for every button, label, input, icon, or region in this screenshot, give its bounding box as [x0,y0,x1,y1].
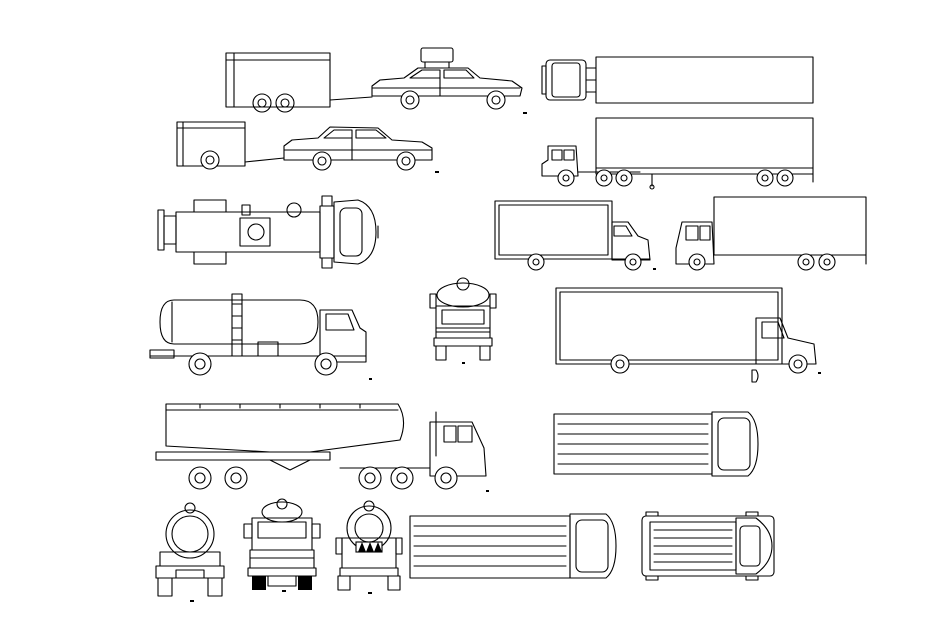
truck-front-view [243,498,321,592]
car-with-box-trailer-side [225,47,527,114]
tanker-truck-side [149,293,372,380]
tractor-trailer-top-view [541,56,814,104]
box-truck-top-view [553,411,759,477]
box-truck-side [494,200,656,271]
cabover-box-truck-side [675,196,867,271]
bulk-tanker-semi-side [155,403,489,492]
tanker-front-view-hazard [335,500,403,594]
car-with-small-trailer-side [176,121,439,173]
van-top-view [641,511,775,581]
tanker-truck-front [429,277,497,364]
long-truck-top-view [409,513,617,579]
moving-van-side [555,287,821,383]
tanker-truck-top-view [157,195,379,269]
tractor-trailer-side [541,117,814,190]
tanker-rear-view [155,502,225,602]
